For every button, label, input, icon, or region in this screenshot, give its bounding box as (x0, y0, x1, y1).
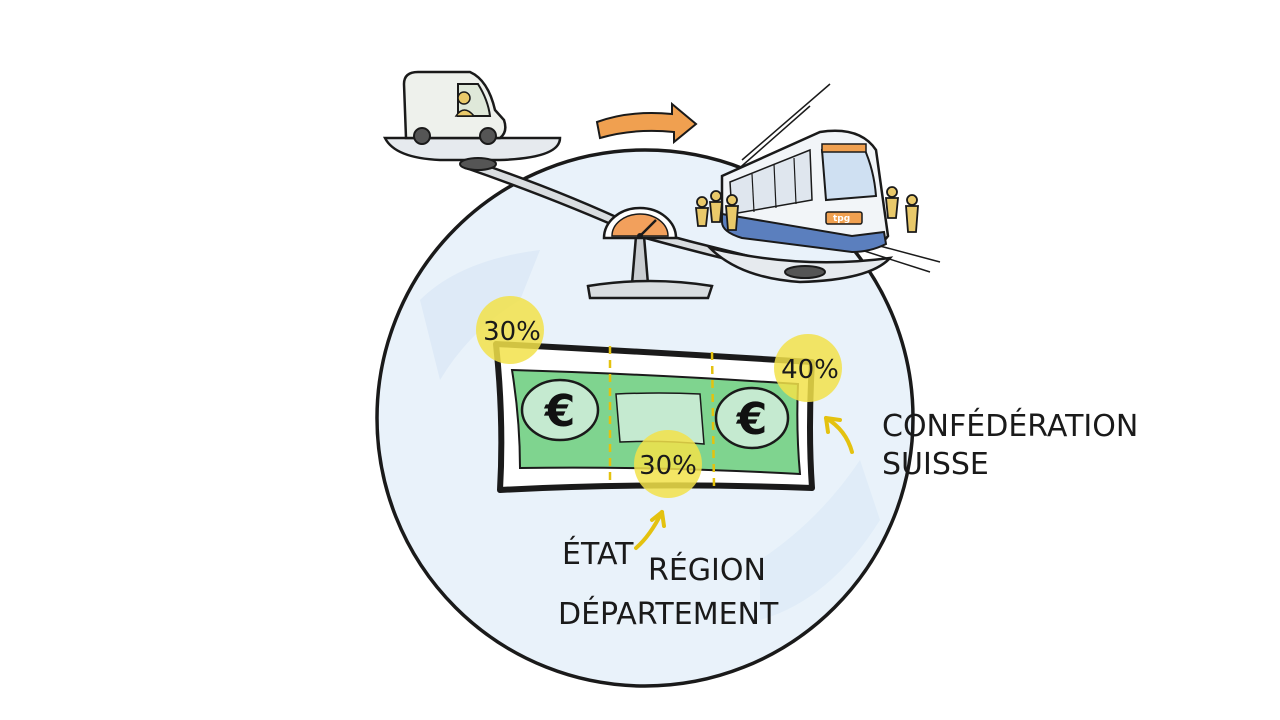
gauge-icon (602, 206, 678, 240)
euro-icon: € (544, 386, 576, 437)
tram-icon: tpg (720, 129, 890, 254)
euro-icon: € (736, 394, 768, 445)
label-confederation: CONFÉDÉRATION SUISSE (882, 408, 1138, 482)
tram-sign: tpg (833, 214, 850, 224)
funding-share-top-left: 30% (476, 296, 544, 364)
funding-pct-bottom: 30% (639, 451, 697, 481)
label-departement: DÉPARTEMENT (558, 596, 779, 632)
funding-share-bottom: 30% (634, 430, 702, 498)
label-confederation-line1: CONFÉDÉRATION (882, 408, 1138, 444)
funding-pct-right: 40% (781, 355, 839, 385)
label-etat: ÉTAT (562, 536, 634, 572)
pointer-arrow-icon (634, 416, 854, 550)
arrow-right-icon (595, 101, 698, 145)
banknote-icon: € € (493, 341, 815, 493)
funding-pct-top-left: 30% (483, 317, 541, 347)
people-icon (694, 186, 919, 233)
label-confederation-line2: SUISSE (882, 447, 989, 482)
funding-share-right: 40% (774, 334, 842, 402)
delivery-van-icon (402, 70, 507, 145)
balance-scale-icon (382, 136, 894, 300)
label-region: RÉGION (648, 552, 766, 588)
